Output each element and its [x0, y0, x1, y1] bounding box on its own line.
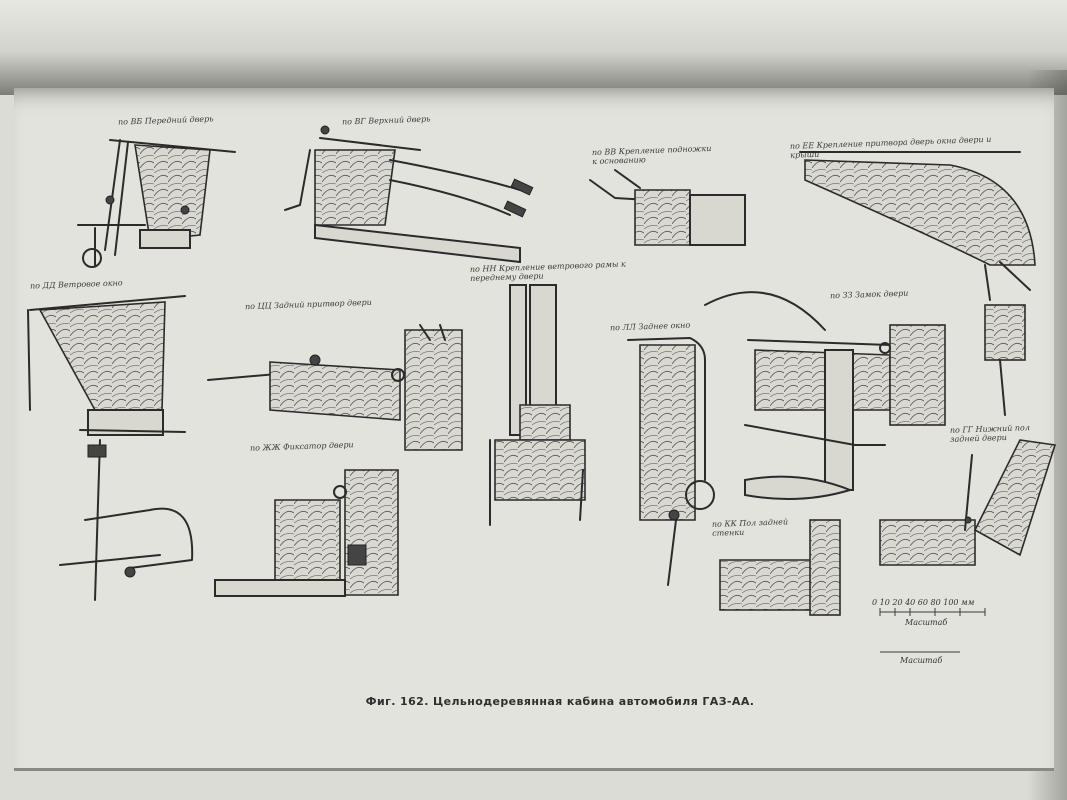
scale-label-1: Масштаб	[905, 618, 948, 627]
section-running-board	[589, 169, 746, 246]
page-edge	[14, 768, 1054, 771]
section-rear-wall-floor	[719, 519, 841, 616]
section-door-retainer	[214, 469, 399, 597]
section-front-door	[77, 139, 236, 268]
scale-ticks: 0 10 20 40 60 80 100 мм	[872, 598, 975, 607]
section-rear-window	[627, 337, 715, 586]
section-windshield	[27, 295, 194, 601]
section-windshield-frame	[489, 284, 586, 526]
section-lower-floor	[879, 439, 1057, 566]
label-section-11: по КК Пол задней стенки	[711, 517, 789, 538]
figure-caption: Фиг. 162. Цельнодеревянная кабина автомо…	[365, 695, 755, 708]
section-upper-door	[284, 125, 534, 264]
section-rear-door-jamb	[207, 324, 463, 451]
section-door-lock	[704, 291, 946, 500]
background-shadow	[0, 0, 1067, 95]
label-section-12: по ГГ Нижний пол задней двери	[949, 423, 1031, 444]
scale-label-2: Масштаб	[900, 656, 943, 665]
section-roof	[799, 151, 1036, 416]
scale-bar	[879, 608, 986, 653]
